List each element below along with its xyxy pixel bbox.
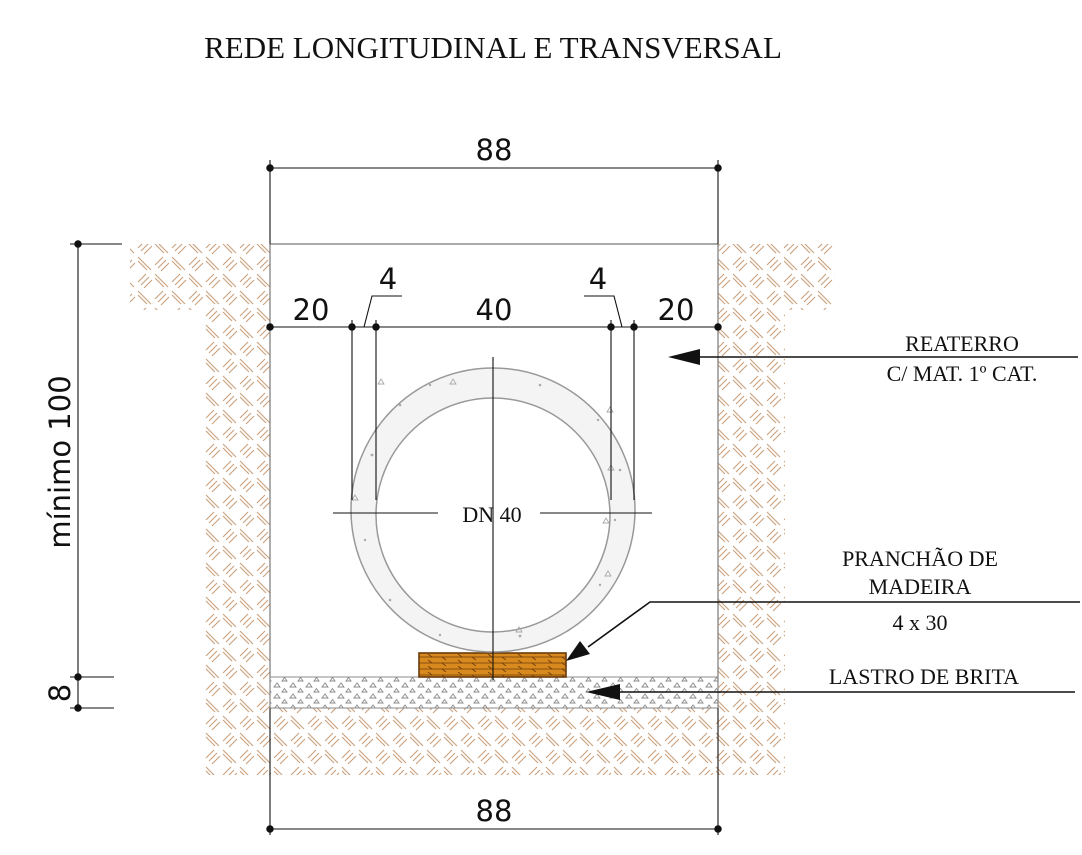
dim-left-20-label: 20 (293, 293, 330, 327)
dim-bottom-88 (266, 708, 722, 835)
dim-depth-label: mínimo 100 (43, 375, 77, 548)
callout-reaterro-line2: C/ MAT. 1º CAT. (887, 361, 1038, 386)
callout-pranchao-leader (566, 601, 1080, 661)
callout-pranchao-line1: PRANCHÃO DE (842, 546, 998, 571)
dim-right-4-label: 4 (589, 262, 607, 296)
dim-right-20-label: 20 (658, 293, 695, 327)
pipe-centerlines (333, 357, 652, 680)
soil-hatch (130, 244, 835, 775)
dim-40-label: 40 (476, 293, 513, 327)
dim-vertical (70, 240, 122, 712)
dim-base-8-label: 8 (43, 684, 77, 702)
callout-pranchao-size: 4 x 30 (893, 610, 948, 635)
callout-reaterro-line1: REATERRO (905, 331, 1019, 356)
callout-reaterro-leader (668, 349, 1078, 365)
drawing-title: REDE LONGITUDINAL E TRANSVERSAL (204, 30, 782, 65)
dim-left-4-label: 4 (379, 262, 397, 296)
pipe-diameter-label: DN 40 (462, 502, 521, 527)
callout-pranchao-line2: MADEIRA (869, 574, 972, 599)
callout-lastro-label: LASTRO DE BRITA (829, 664, 1019, 689)
callout-lastro-leader (586, 684, 1075, 700)
dim-chain (266, 295, 722, 500)
dim-bottom-88-label: 88 (476, 794, 513, 828)
dim-top-88-label: 88 (476, 133, 513, 167)
trench-walls (269, 243, 719, 708)
dim-top-88 (266, 160, 722, 244)
